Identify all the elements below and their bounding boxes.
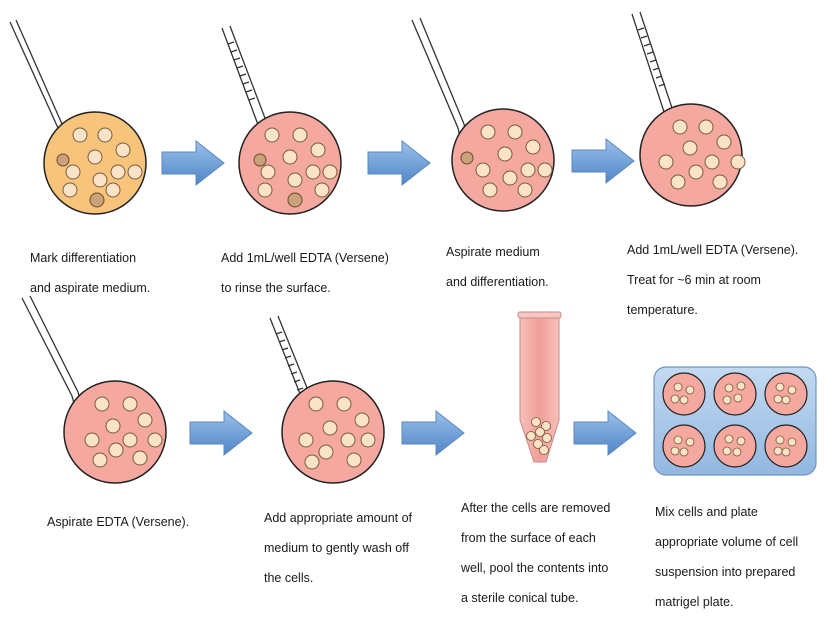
- step-8-caption: Mix cells and plate appropriate volume o…: [655, 490, 798, 625]
- process-arrow-icon: [368, 141, 430, 185]
- process-arrow-icon: [572, 139, 634, 183]
- culture-dish-icon: [452, 109, 554, 211]
- caption-line: from the surface of each: [461, 531, 610, 546]
- caption-line: and differentiation.: [446, 275, 549, 290]
- caption-line: Add 1mL/well EDTA (Versene): [221, 251, 389, 266]
- step-4-caption: Add 1mL/well EDTA (Versene). Treat for ~…: [627, 228, 798, 333]
- caption-line: After the cells are removed: [461, 501, 610, 516]
- process-arrow-icon: [402, 411, 464, 455]
- caption-line: a sterile conical tube.: [461, 591, 610, 606]
- caption-line: Add appropriate amount of: [264, 511, 412, 526]
- step-6-caption: Add appropriate amount of medium to gent…: [264, 496, 412, 601]
- culture-dish-icon: [640, 104, 745, 206]
- process-arrow-icon: [574, 411, 636, 455]
- caption-line: suspension into prepared: [655, 565, 798, 580]
- caption-line: the cells.: [264, 571, 412, 586]
- caption-line: well, pool the contents into: [461, 561, 610, 576]
- caption-line: Treat for ~6 min at room: [627, 273, 798, 288]
- caption-line: Aspirate EDTA (Versene).: [47, 515, 189, 530]
- step-8-illustration: [654, 367, 816, 475]
- step-1-caption: Mark differentiation and aspirate medium…: [30, 236, 150, 311]
- caption-line: medium to gently wash off: [264, 541, 412, 556]
- process-arrow-icon: [162, 141, 224, 185]
- caption-line: Mark differentiation: [30, 251, 150, 266]
- caption-line: and aspirate medium.: [30, 281, 150, 296]
- culture-dish-icon: [282, 381, 384, 483]
- culture-dish-icon: [64, 381, 166, 483]
- caption-line: appropriate volume of cell: [655, 535, 798, 550]
- conical-tube-icon: [518, 312, 561, 462]
- step-2-caption: Add 1mL/well EDTA (Versene) to rinse the…: [221, 236, 389, 311]
- caption-line: Mix cells and plate: [655, 505, 798, 520]
- caption-line: Add 1mL/well EDTA (Versene).: [627, 243, 798, 258]
- process-arrow-icon: [190, 411, 252, 455]
- step-5-caption: Aspirate EDTA (Versene).: [47, 500, 189, 545]
- caption-line: temperature.: [627, 303, 798, 318]
- step-7-illustration: [518, 312, 561, 462]
- step-5-illustration: [22, 296, 166, 483]
- caption-line: matrigel plate.: [655, 595, 798, 610]
- step-6-illustration: [270, 316, 384, 483]
- culture-dish-icon: [239, 112, 341, 214]
- step-7-caption: After the cells are removed from the sur…: [461, 486, 610, 621]
- pipette-icon: [412, 18, 468, 146]
- step-4-illustration: [632, 12, 745, 206]
- six-well-plate-icon: [654, 367, 816, 475]
- culture-dish-icon: [44, 112, 146, 214]
- caption-line: Aspirate medium: [446, 245, 549, 260]
- step-3-illustration: [412, 18, 554, 211]
- step-1-illustration: [10, 20, 146, 214]
- caption-line: to rinse the surface.: [221, 281, 389, 296]
- step-3-caption: Aspirate medium and differentiation.: [446, 230, 549, 305]
- step-2-illustration: [222, 26, 341, 214]
